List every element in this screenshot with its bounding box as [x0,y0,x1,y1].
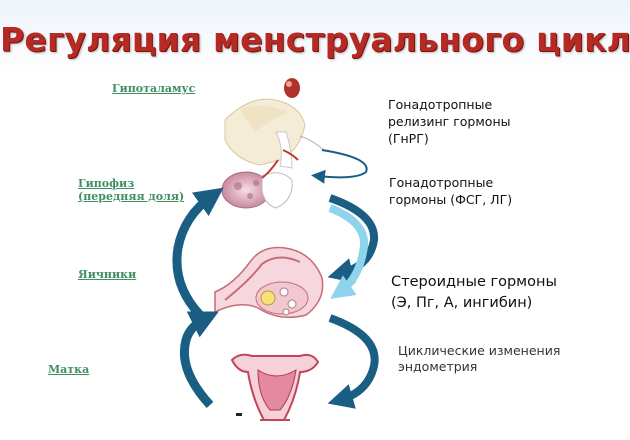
arrow-gonadotropins-light [330,208,364,292]
uterus-illustration [232,355,318,420]
hypothalamus-pituitary-illustration [222,78,324,208]
feedback-arrow-uterus-to-ovary [184,318,210,405]
ovary-illustration [215,248,323,318]
feedback-arrow-ovary-to-pituitary [177,196,212,315]
arrow-steroids-to-uterus [330,318,375,400]
arrow-gnrh [318,150,367,177]
